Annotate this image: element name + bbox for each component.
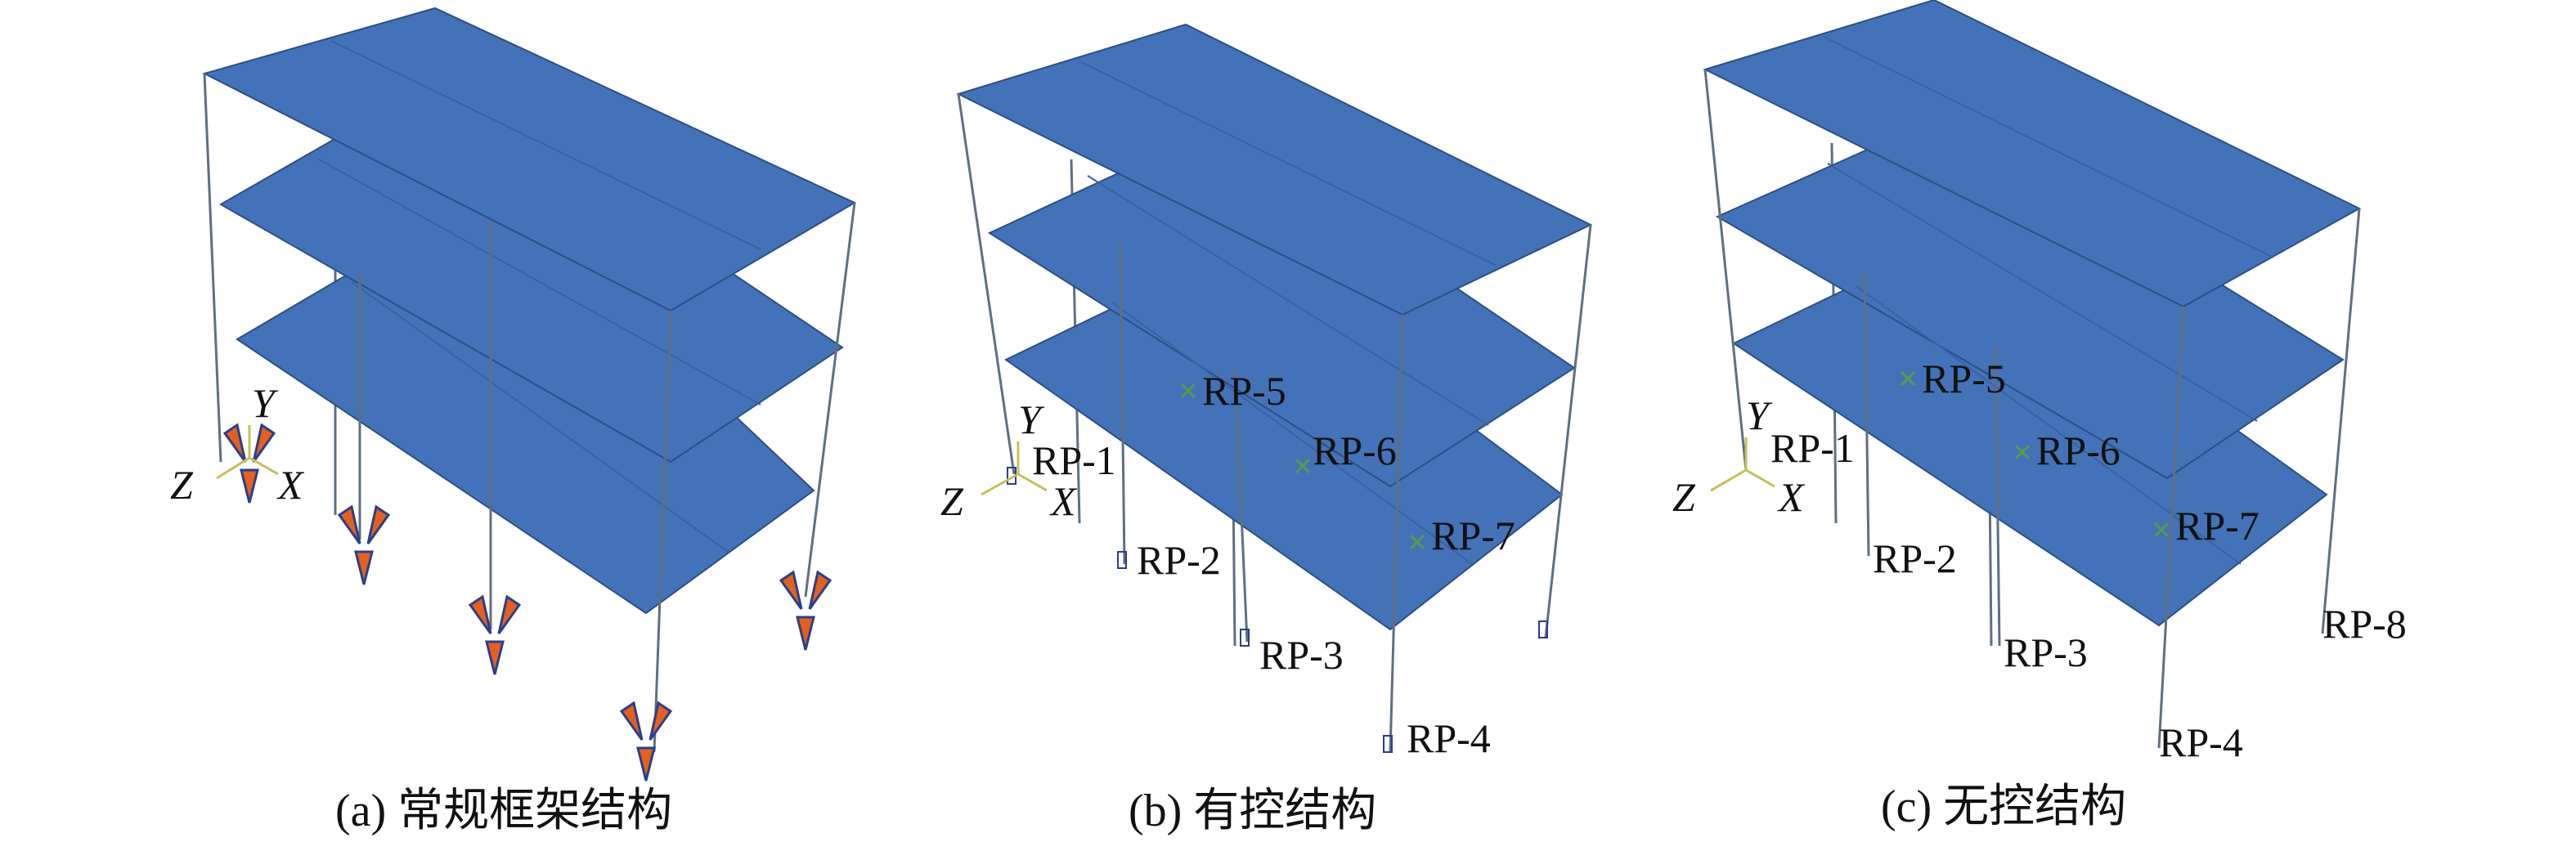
support-a-4 [619,701,673,782]
columns-front-c [1703,69,2361,749]
rp-markers-c [1900,370,2170,538]
axis-y-label-c: Y [1746,392,1773,438]
axis-y-label-a: Y [252,380,279,426]
rp-label-b-7: RP-7 [1431,513,1515,558]
caption-b: (b) 有控结构 [1129,786,1376,836]
axis-z-label-b: Z [940,478,964,524]
rp-label-b-1: RP-1 [1032,437,1116,483]
caption-c: (c) 无控结构 [1881,782,2126,832]
slab-grid-a [318,40,761,553]
rp-label-b-3: RP-3 [1259,632,1344,678]
rp-label-c-5: RP-5 [1922,356,2006,401]
slabs-a [202,7,857,615]
columns-front-b [957,93,1592,753]
rp-label-c-3: RP-3 [2004,629,2088,675]
rp-label-c-8: RP-8 [2322,601,2407,647]
support-a-2 [337,504,391,585]
axis-x-label-b: X [1049,478,1078,524]
slab-grid-c [1823,36,2274,565]
rp-label-c-6: RP-6 [2036,428,2120,473]
panel-c: Y Z X RP-1 RP-2 RP-3 RP-4 RP-5 RP-6 RP-7… [1672,0,2407,832]
slabs-c [1703,0,2362,627]
axis-triad-c [1710,437,1775,492]
axis-z-label-a: Z [170,462,194,508]
slabs-b [956,23,1593,631]
support-a-5 [779,570,832,651]
rp-label-b-5: RP-5 [1202,368,1286,414]
rp-label-c-1: RP-1 [1770,425,1855,471]
slab-grid-b [1079,60,1497,565]
axis-y-label-b: Y [1018,396,1045,442]
panel-b: Y Z X RP-1 RP-2 RP-3 RP-4 RP-5 RP-6 RP-7… [940,23,1593,836]
rp-label-c-2: RP-2 [1873,535,1957,581]
axis-z-label-c: Z [1672,474,1696,520]
rp-label-c-7: RP-7 [2175,503,2260,549]
rp-label-c-4: RP-4 [2159,719,2243,765]
axis-x-label-a: X [276,462,305,508]
axis-x-label-c: X [1777,474,1806,520]
rp-label-b-2: RP-2 [1137,537,1221,583]
support-a-1 [222,423,276,504]
rp-label-b-6: RP-6 [1313,428,1397,473]
support-a-3 [468,594,522,675]
rp-markers-b [1180,383,1425,550]
base-joints-b [1007,467,1548,753]
caption-a: (a) 常规框架结构 [335,786,672,836]
columns-front-a [203,73,856,753]
axis-triad-a [216,425,279,480]
rp-label-b-4: RP-4 [1407,715,1491,761]
panel-a: Y Z X (a) 常规框架结构 [170,7,857,836]
axis-triad-b [981,441,1048,496]
